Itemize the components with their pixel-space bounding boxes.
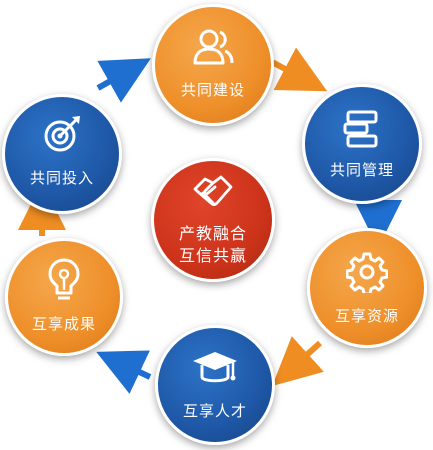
user-group-icon xyxy=(193,29,234,65)
arrow-talent-to-result xyxy=(96,350,152,394)
target-icon xyxy=(44,116,80,152)
node-co-manage-label: 共同管理 xyxy=(329,161,394,179)
handshake-icon xyxy=(193,175,233,206)
node-share-resource-label: 互享资源 xyxy=(334,307,399,325)
lightbulb-icon xyxy=(48,258,80,300)
center-line-2: 互信共赢 xyxy=(178,246,247,265)
gear-icon xyxy=(346,252,388,293)
node-co-invest: 共同投入 xyxy=(2,94,122,214)
node-share-result: 互享成果 xyxy=(5,238,123,356)
center-line-1: 产教融合 xyxy=(178,224,247,243)
center-node: 产教融合 互信共赢 xyxy=(151,158,275,282)
node-co-build-label: 共同建设 xyxy=(180,81,245,99)
node-co-invest-label: 共同投入 xyxy=(29,169,94,187)
node-share-resource: 互享资源 xyxy=(307,228,427,348)
arrow-resource-to-talent xyxy=(272,336,324,387)
node-co-build: 共同建设 xyxy=(152,4,274,126)
arrow-build-to-manage xyxy=(270,47,328,92)
node-share-talent: 互享人才 xyxy=(155,325,275,445)
flowchart-icon xyxy=(343,110,378,148)
graduation-cap-icon xyxy=(193,352,237,383)
node-co-manage: 共同管理 xyxy=(302,84,422,204)
node-share-result-label: 互享成果 xyxy=(31,315,96,333)
node-share-talent-label: 互享人才 xyxy=(182,402,247,420)
arrow-invest-to-build xyxy=(96,58,151,103)
